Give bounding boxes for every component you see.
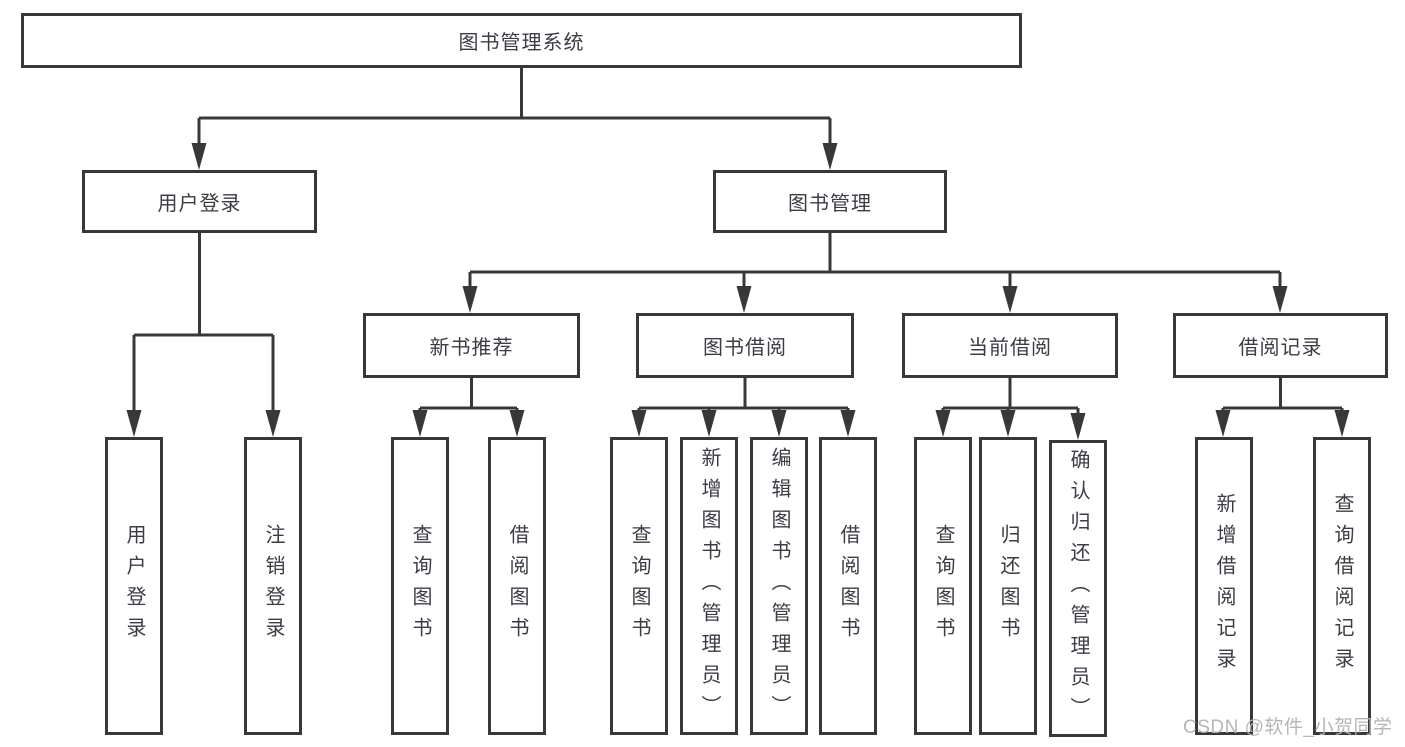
leaf-user-login: 用户登录 [105,437,163,735]
leaf-logout: 注销登录 [244,437,302,735]
leaf-newbooks-query: 查询图书 [391,437,449,735]
leaf-user-login-label: 用户登录 [123,524,145,648]
node-current-borrow-label: 当前借阅 [968,337,1052,359]
node-borrow-record-label: 借阅记录 [1238,337,1323,359]
node-book-mgmt-label: 图书管理 [788,193,872,215]
leaf-borrow-query-label: 查询图书 [628,524,650,648]
leaf-confirm-return-admin: 确认归还（管理员） [1049,440,1107,737]
leaf-return-book: 归还图书 [979,437,1037,735]
node-new-books-label: 新书推荐 [429,337,514,359]
node-new-books: 新书推荐 [363,313,580,378]
leaf-borrow-add-admin-label: 新增图书（管理员） [698,446,720,726]
leaf-newbooks-query-label: 查询图书 [409,524,431,648]
leaf-borrow-query: 查询图书 [610,437,668,735]
leaf-borrow-book-label: 借阅图书 [837,524,859,648]
node-borrow-record: 借阅记录 [1173,313,1388,378]
leaf-confirm-return-admin-label: 确认归还（管理员） [1067,449,1089,728]
leaf-add-record: 新增借阅记录 [1195,437,1253,735]
node-book-borrow-label: 图书借阅 [703,337,787,359]
node-current-borrow: 当前借阅 [902,313,1118,378]
node-book-borrow: 图书借阅 [636,313,854,378]
node-user-login-label: 用户登录 [157,193,242,215]
leaf-query-record-label: 查询借阅记录 [1331,493,1353,679]
leaf-borrow-edit-admin: 编辑图书（管理员） [750,437,808,735]
node-book-mgmt: 图书管理 [713,170,947,233]
leaf-add-record-label: 新增借阅记录 [1213,493,1235,679]
leaf-borrow-add-admin: 新增图书（管理员） [680,437,738,735]
leaf-current-query: 查询图书 [914,437,972,735]
leaf-current-query-label: 查询图书 [932,524,954,648]
csdn-watermark: CSDN @软件_小贺同学 [1183,717,1393,738]
node-root: 图书管理系统 [21,13,1022,68]
arrowheads [126,143,1350,440]
leaf-newbooks-borrow-label: 借阅图书 [506,524,528,648]
leaf-newbooks-borrow: 借阅图书 [488,437,546,735]
leaf-borrow-edit-admin-label: 编辑图书（管理员） [768,446,790,726]
node-user-login: 用户登录 [82,170,317,233]
node-root-label: 图书管理系统 [458,32,585,54]
leaf-return-book-label: 归还图书 [997,524,1019,648]
leaf-logout-label: 注销登录 [262,524,284,648]
leaf-query-record: 查询借阅记录 [1313,437,1371,735]
leaf-borrow-book: 借阅图书 [819,437,877,735]
